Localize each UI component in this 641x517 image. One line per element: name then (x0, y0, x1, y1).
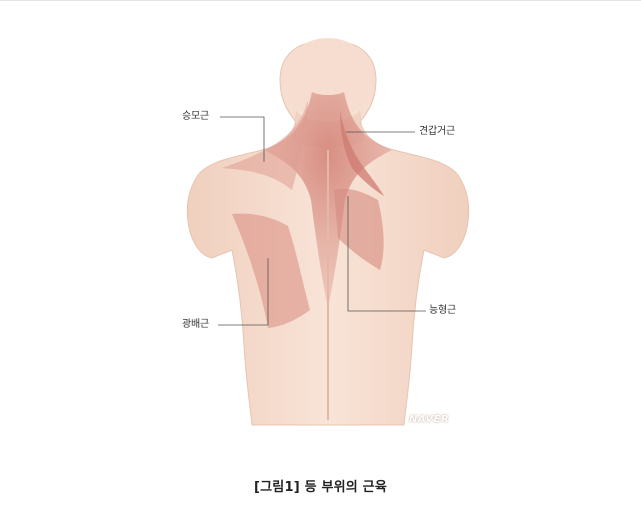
leader-lines (218, 116, 426, 326)
rhomboid-leader-line (347, 196, 426, 312)
rhomboid-muscle (334, 188, 384, 270)
head (283, 38, 373, 118)
levator-scapulae-muscle (340, 112, 384, 196)
trapezius-leader-line (220, 116, 265, 162)
levator-scapulae-label: 견갑거근 (419, 126, 455, 137)
naver-watermark: NAVER (409, 414, 450, 425)
rhomboid-label: 능형근 (429, 305, 456, 316)
top-divider (0, 0, 641, 1)
figure-caption: [그림1] 등 부위의 근육 (254, 480, 387, 495)
trapezius-upper-left (222, 100, 308, 190)
back-muscles-illustration (186, 38, 470, 426)
latissimus-dorsi-label: 광배근 (182, 319, 209, 330)
latissimus-dorsi-leader-line (218, 258, 269, 326)
trapezius-label: 승모근 (182, 111, 209, 122)
latissimus-dorsi-muscle (232, 213, 310, 328)
